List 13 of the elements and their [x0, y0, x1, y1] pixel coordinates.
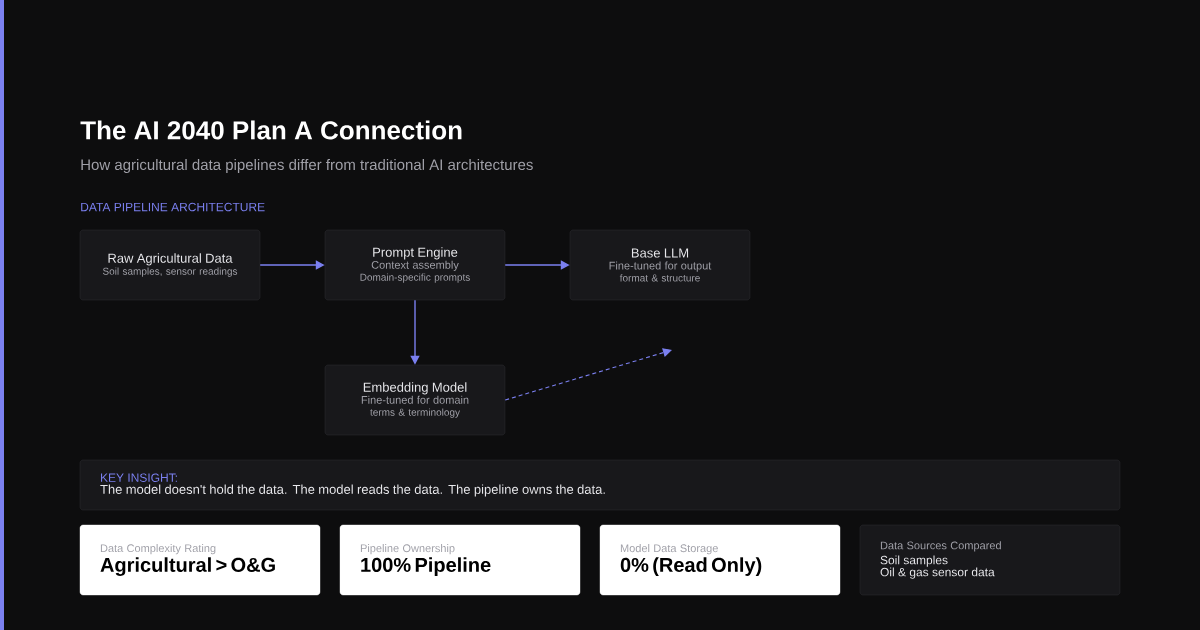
stat-card: Data Sources Compared Soil samples Oil & gas sensor data — [859, 524, 1121, 596]
stat-card: Data Complexity Rating Agricultural > O&G — [79, 524, 321, 596]
insight-box: KEY INSIGHT: The model doesn't hold the data. The model reads the data. The pipeline owns the data. — [79, 459, 1121, 511]
process-box: Raw Agricultural Data Soil samples, sensor readings — [79, 229, 261, 301]
process-box: Base LLM Fine-tuned for output format & structure — [569, 229, 751, 301]
title: The AI 2040 Plan A Connection — [80, 120, 462, 140]
stat-card: Pipeline Ownership 100% Pipeline — [339, 524, 581, 596]
subtitle: How agricultural data pipelines differ from traditional AI architectures — [81, 159, 533, 173]
process-box: Prompt Engine Context assembly Domain-specific prompts — [324, 229, 506, 301]
process-box: Embedding Model Fine-tuned for domain terms & terminology — [324, 364, 506, 436]
arrow — [504, 348, 672, 401]
section-label: DATA PIPELINE ARCHITECTURE — [81, 202, 265, 212]
stat-card: Model Data Storage 0% (Read Only) — [599, 524, 841, 596]
